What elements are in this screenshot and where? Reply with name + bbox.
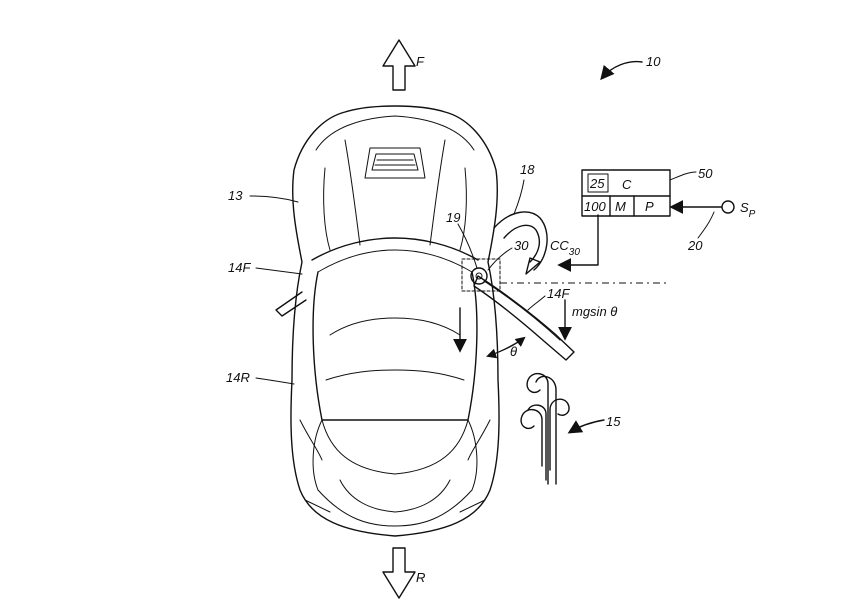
control-command-label: CC30 — [550, 238, 580, 258]
rear-direction-arrow — [383, 548, 415, 598]
module-bottom-m: M — [615, 199, 626, 214]
module-label: 50 — [698, 166, 713, 181]
module-bottom-p: P — [645, 199, 654, 214]
module-top-letter: C — [622, 177, 632, 192]
force-label: mgsin θ — [572, 304, 617, 319]
occupants-leader — [570, 420, 604, 432]
rear-label: R — [416, 570, 425, 585]
controller-leader — [698, 212, 714, 238]
rear-left-leader — [256, 378, 294, 384]
occupant-figures — [521, 374, 569, 484]
door-right-leader — [528, 296, 545, 310]
sp-label: SP — [740, 200, 756, 220]
door-left-leader — [256, 268, 302, 274]
gesture-path-leader — [514, 180, 524, 214]
vehicle-label: 13 — [228, 188, 243, 203]
front-label: F — [416, 54, 425, 69]
rear-left-label: 14R — [226, 370, 250, 385]
module-top-number: 25 — [589, 176, 605, 191]
sp-input-node — [722, 201, 734, 213]
occupants-label: 15 — [606, 414, 621, 429]
gesture-path-label: 18 — [520, 162, 535, 177]
angle-label: θ — [510, 344, 517, 359]
front-direction-arrow — [383, 40, 415, 90]
actuator-label: 30 — [514, 238, 529, 253]
angle-arc — [488, 338, 524, 356]
vehicle-leader — [250, 196, 298, 202]
controller-label: 20 — [687, 238, 703, 253]
door-right-label: 14F — [547, 286, 570, 301]
sensor-label: 19 — [446, 210, 460, 225]
system-ref-label: 10 — [646, 54, 661, 69]
vehicle-body — [276, 106, 499, 536]
module-bottom-number: 100 — [584, 199, 606, 214]
door-left-label: 14F — [228, 260, 251, 275]
system-ref-leader — [602, 62, 642, 78]
module-leader — [670, 172, 696, 180]
